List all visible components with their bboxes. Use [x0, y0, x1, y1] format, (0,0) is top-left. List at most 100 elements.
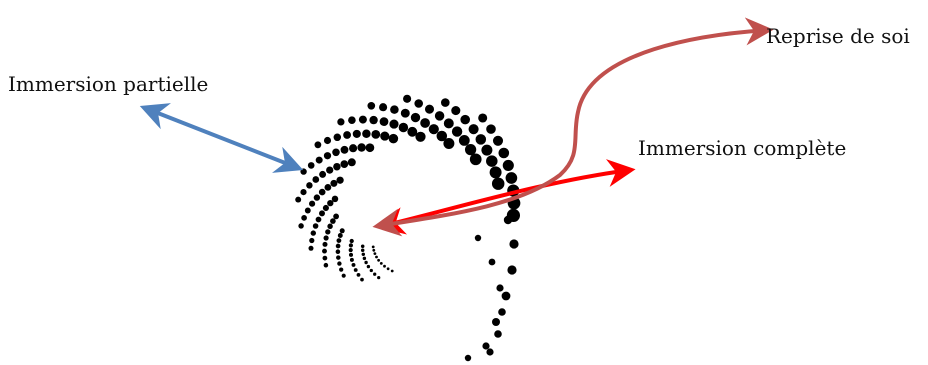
spiral-dot	[335, 243, 341, 249]
spiral-dot	[333, 213, 339, 220]
spiral-dot	[494, 330, 502, 338]
spiral-dot	[324, 183, 332, 191]
spiral-dot	[351, 262, 356, 267]
spiral-dot	[464, 354, 472, 362]
spiral-dot	[340, 145, 349, 154]
spiral-dot	[398, 122, 409, 133]
spiral-dot	[333, 133, 342, 142]
spiral-dot	[491, 177, 505, 190]
spiral-dot	[318, 188, 326, 196]
spiral-dot	[331, 195, 339, 203]
spiral-dot	[375, 255, 378, 259]
spiral-dot	[436, 130, 448, 142]
spiral-dot	[424, 104, 435, 114]
spiral-dot	[348, 116, 356, 125]
spiral-dot	[326, 166, 334, 174]
spiral-dot	[474, 234, 482, 242]
spiral-dot	[390, 269, 394, 273]
spiral-dot	[400, 108, 410, 118]
spiral-dot	[327, 199, 334, 207]
spiral-dot	[298, 223, 304, 229]
spiral-dot	[332, 148, 340, 157]
spiral-dots	[295, 94, 521, 362]
spiral-dot	[313, 194, 321, 201]
spiral-dot	[360, 277, 364, 282]
spiral-dot	[496, 284, 504, 292]
spiral-dot	[322, 204, 329, 212]
spiral-dot	[377, 258, 380, 262]
spiral-dot	[507, 265, 517, 275]
spiral-dot	[362, 256, 367, 261]
spiral-dot	[337, 118, 345, 126]
spiral-dot	[356, 273, 361, 277]
spiral-dot	[295, 196, 302, 203]
spiral-dot	[379, 103, 388, 112]
spiral-dot	[458, 134, 470, 146]
label-reprise-de-soi: Reprise de soi	[766, 24, 910, 48]
spiral-dot	[339, 228, 345, 234]
spiral-dot	[420, 118, 430, 128]
spiral-dot	[349, 257, 354, 262]
spiral-dot	[489, 166, 502, 179]
spiral-dot	[366, 264, 371, 269]
spiral-dot	[367, 101, 376, 110]
spiral-dot	[336, 255, 341, 260]
spiral-dot	[364, 260, 368, 265]
spiral-dot	[464, 143, 477, 156]
spiral-dot	[312, 223, 319, 229]
spiral-dot	[379, 262, 383, 265]
spiral-dot	[481, 144, 493, 156]
spiral-dot	[434, 111, 445, 121]
reprise-de-soi-arrow	[372, 17, 774, 237]
spiral-dot	[389, 119, 399, 129]
spiral-dot	[319, 210, 325, 217]
spiral-dot	[492, 135, 504, 146]
spiral-dot	[478, 113, 488, 123]
spiral-dot	[322, 241, 328, 247]
spiral-dot	[301, 215, 307, 221]
label-immersion-complete: Immersion complète	[638, 136, 847, 160]
spiral-dot	[441, 98, 450, 107]
label-immersion-partielle: Immersion partielle	[8, 72, 209, 96]
spiral-dot	[309, 237, 315, 244]
spiral-dot	[319, 170, 327, 178]
spiral-dot	[309, 200, 316, 207]
spiral-dot	[322, 255, 328, 261]
spiral-dot	[315, 156, 323, 164]
spiral-dot	[379, 117, 389, 126]
spiral-dot	[505, 172, 518, 184]
spiral-dot	[486, 155, 498, 167]
spiral-dot	[475, 134, 487, 145]
spiral-dot	[509, 239, 519, 249]
spiral-dot	[348, 248, 353, 253]
spiral-dot	[349, 238, 354, 244]
spiral-dot	[451, 106, 461, 116]
spiral-dot	[386, 267, 390, 271]
spiral-dot	[373, 252, 377, 256]
spiral-dot	[330, 218, 336, 224]
spiral-dot	[300, 168, 307, 175]
spiral-dot	[337, 261, 342, 266]
spiral-dot	[428, 124, 439, 135]
spiral-dot	[407, 126, 418, 137]
spiral-dot	[339, 267, 344, 272]
spiral-dot	[502, 159, 514, 171]
spiral-dot	[337, 233, 343, 238]
spiral-dot	[486, 124, 496, 134]
spiral-dot	[358, 115, 367, 124]
spiral-dot	[501, 291, 511, 301]
spiral-dot	[336, 238, 342, 244]
spiral-dot	[369, 268, 373, 273]
spiral-dot	[357, 143, 366, 152]
spiral-dot	[333, 162, 341, 171]
spiral-dot	[312, 176, 320, 183]
spiral-dot	[323, 136, 332, 145]
spiral-dot	[414, 99, 424, 108]
spiral-dot	[327, 223, 333, 230]
spiral-dot	[348, 252, 354, 257]
spiral-dot	[486, 348, 494, 356]
spiral-dot	[361, 252, 366, 257]
spiral-dot	[498, 147, 510, 159]
spiral-dot	[349, 144, 358, 153]
